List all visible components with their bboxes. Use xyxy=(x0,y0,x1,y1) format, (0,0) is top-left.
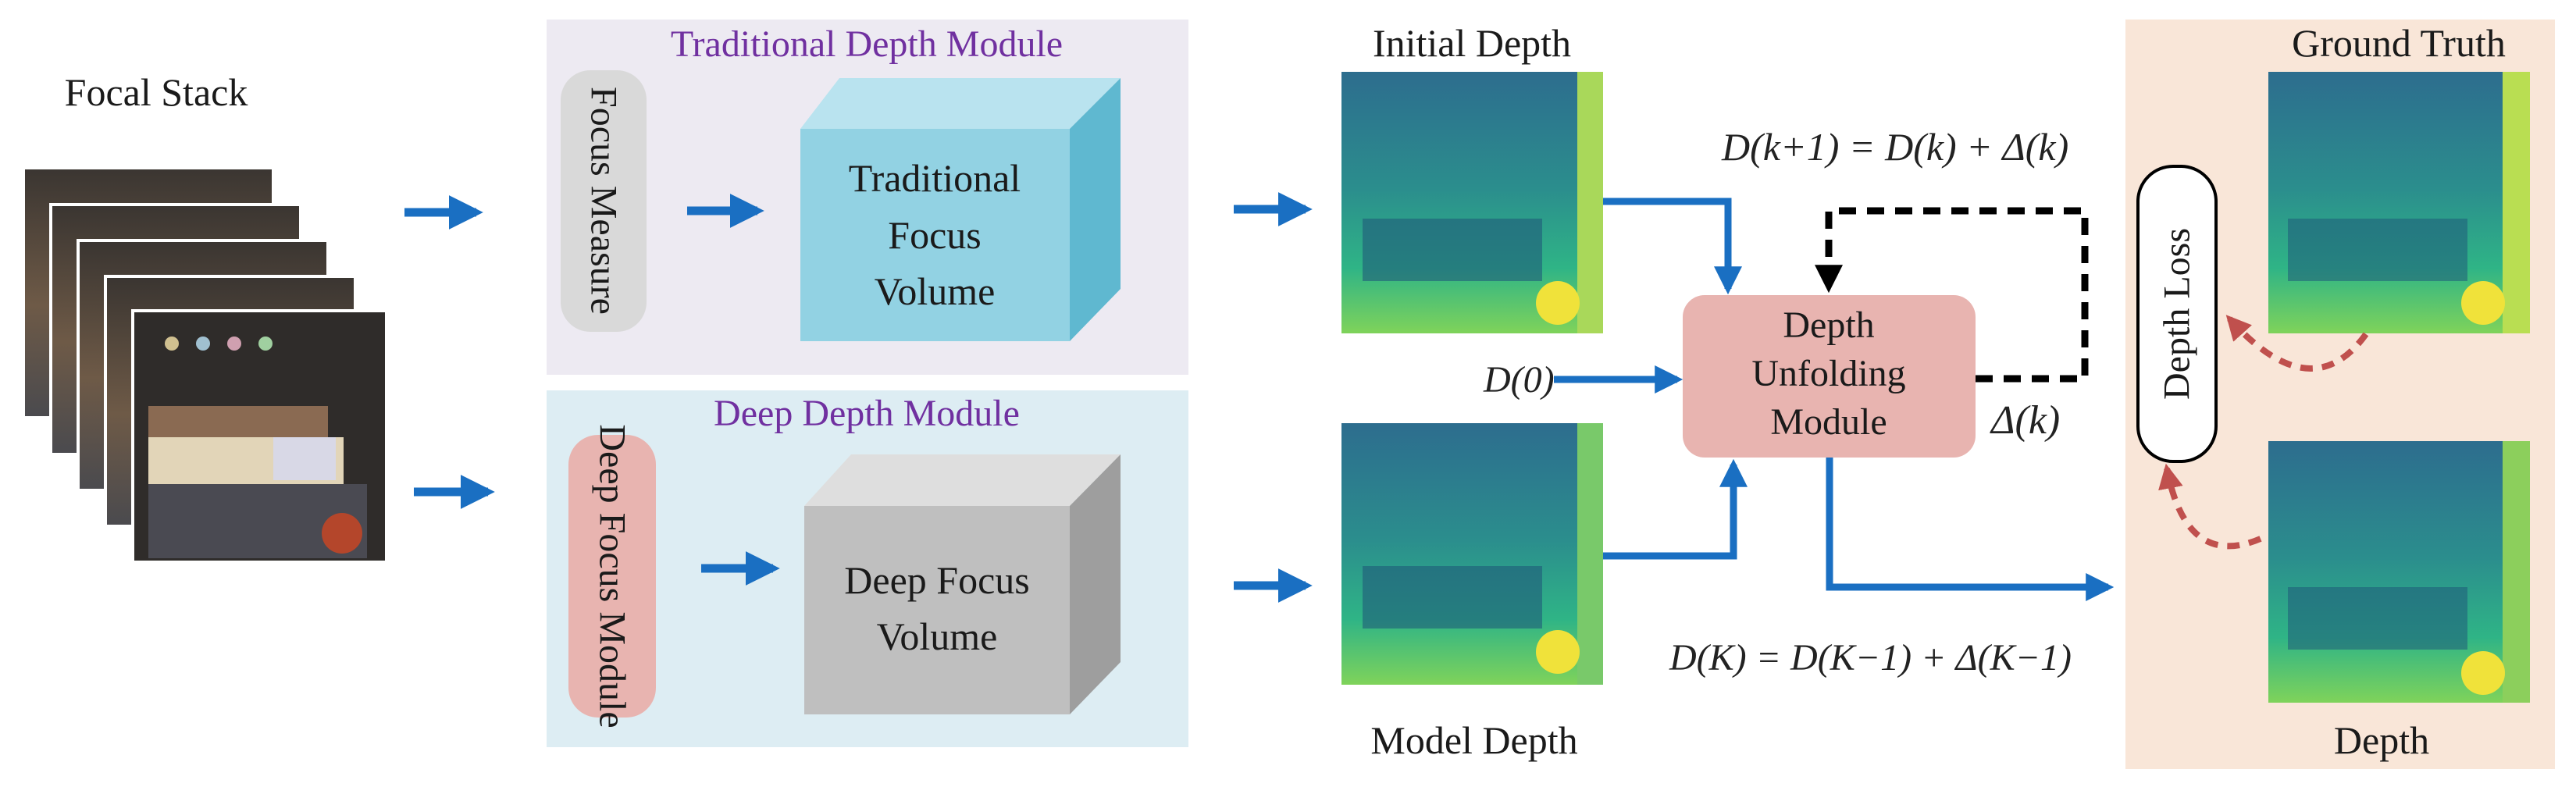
focal-stack-images xyxy=(22,166,388,564)
deep-focus-volume-cube: Deep Focus Volume xyxy=(804,454,1121,714)
predicted-depth-map xyxy=(2268,441,2530,703)
unfolding-line-2: Unfolding xyxy=(1751,353,1905,394)
focal-stack-label: Focal Stack xyxy=(65,70,248,114)
deep-focus-module-box xyxy=(568,435,656,718)
deep-volume-line-1: Deep Focus xyxy=(844,558,1029,602)
focus-measure-label: Focus Measure xyxy=(583,87,625,315)
deep-volume-line-2: Volume xyxy=(877,614,998,658)
arrow-initial-to-unfolding xyxy=(1603,198,1742,295)
arrow-model-to-unfolding xyxy=(1603,458,1748,560)
deep-focus-module-label: Deep Focus Module xyxy=(592,424,633,728)
depth-unfolding-box xyxy=(1683,295,1976,458)
traditional-focus-volume-cube: Traditional Focus Volume xyxy=(800,78,1121,341)
traditional-module-title: Traditional Depth Module xyxy=(671,23,1063,65)
ground-truth-map xyxy=(2268,72,2530,333)
unfolding-line-3: Module xyxy=(1770,401,1887,443)
initial-depth-map xyxy=(1341,72,1603,333)
update-equation: D(k+1) = D(k) + Δ(k) xyxy=(1721,125,2068,169)
loss-arrow-from-ground-truth xyxy=(2225,315,2369,372)
depth-loss-label: Depth Loss xyxy=(2157,228,2198,400)
iteration-feedback-loop xyxy=(1815,207,2089,383)
loss-arrow-from-depth xyxy=(2158,463,2262,550)
final-equation: D(K) = D(K−1) + Δ(K−1) xyxy=(1669,637,2072,678)
traditional-volume-line-1: Traditional xyxy=(849,156,1021,200)
unfolding-line-1: Depth xyxy=(1783,304,1874,346)
delta-label: Δ(k) xyxy=(1990,398,2060,443)
model-depth-label: Model Depth xyxy=(1370,718,1577,762)
initial-depth-label: Initial Depth xyxy=(1373,21,1571,65)
focal-stack-front-image xyxy=(131,309,388,564)
focus-measure-box xyxy=(561,70,647,332)
deep-module-title: Deep Depth Module xyxy=(714,393,1020,434)
traditional-volume-line-2: Focus xyxy=(888,213,981,257)
traditional-volume-line-3: Volume xyxy=(875,269,996,313)
input-d0-label: D(0) xyxy=(1483,359,1555,401)
depth-label: Depth xyxy=(2334,718,2429,762)
arrow-unfolding-to-output xyxy=(1826,458,2115,601)
depth-loss-box xyxy=(2136,165,2218,463)
ground-truth-label: Ground Truth xyxy=(2292,21,2506,65)
model-depth-map xyxy=(1341,423,1603,685)
